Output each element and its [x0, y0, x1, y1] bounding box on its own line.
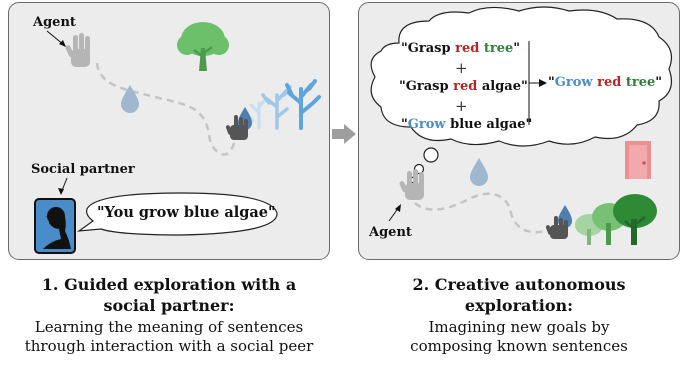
word-red: red: [455, 41, 480, 56]
speech-text: "You grow blue algae": [97, 204, 276, 221]
tree-icon: [575, 194, 657, 245]
thought-cloud: [370, 6, 672, 184]
sentence-grasp-red-tree: "Grasp red tree": [401, 41, 520, 56]
plus-sign: +: [455, 59, 468, 77]
left-caption-title-line-1: 1. Guided exploration with a: [41, 275, 297, 294]
agent-label: Agent: [369, 225, 412, 240]
tree-icon: [177, 22, 229, 71]
word: ": [513, 41, 521, 56]
right-caption-title-line-2: exploration:: [464, 296, 574, 315]
hand-icon: [399, 169, 424, 200]
word: ": [655, 75, 663, 90]
door-icon: [625, 141, 651, 179]
word: ": [548, 75, 555, 90]
word-grow: Grow: [407, 117, 446, 132]
left-panel: Agent Social partner "You grow blue alga…: [8, 2, 330, 260]
word: "Grasp: [401, 41, 456, 56]
word-tree: tree: [625, 75, 656, 90]
speech-bubble: [76, 192, 278, 236]
water-drop-icon: [470, 158, 488, 186]
right-caption: 2. Creative autonomous exploration: Imag…: [354, 274, 684, 356]
social-partner-label: Social partner: [31, 162, 135, 177]
left-caption-desc-line-1: Learning the meaning of sentences: [34, 318, 304, 336]
right-panel: "Grasp red tree" + "Grasp red algae" + "…: [358, 2, 680, 260]
word: ": [401, 117, 408, 132]
sentence-grow-blue-algae: "Grow blue algae": [401, 117, 532, 132]
left-caption-title-line-2: social partner:: [103, 296, 235, 315]
plus-sign: +: [455, 97, 468, 115]
word-red: red: [453, 79, 478, 94]
sentence-grasp-red-algae: "Grasp red algae": [399, 79, 528, 94]
exploration-path: [95, 62, 239, 156]
right-caption-title-line-1: 2. Creative autonomous: [412, 275, 626, 294]
algae-icon: [245, 79, 321, 130]
word: blue algae": [445, 117, 533, 132]
word: algae": [477, 79, 528, 94]
agent-label: Agent: [33, 15, 76, 30]
word-red: red: [597, 75, 622, 90]
word-grow: Grow: [554, 75, 593, 90]
word-tree: tree: [483, 41, 514, 56]
right-caption-desc-line-2: composing known sentences: [410, 337, 628, 355]
right-scene: [370, 6, 672, 245]
left-scene: [34, 22, 321, 254]
right-caption-desc-line-1: Imagining new goals by: [428, 318, 610, 336]
left-caption-desc-line-2: through interaction with a social peer: [24, 337, 314, 355]
hand-icon: [225, 115, 248, 140]
person-silhouette-icon: [34, 198, 76, 254]
water-drop-icon: [121, 85, 139, 113]
left-caption: 1. Guided exploration with a social part…: [4, 274, 334, 356]
hand-icon: [545, 216, 568, 239]
word: "Grasp: [399, 79, 454, 94]
imagined-goal-grow-red-tree: "Grow red tree": [548, 75, 662, 90]
hand-icon: [65, 33, 90, 67]
exploration-path: [414, 192, 546, 234]
arrow-icon: [332, 124, 356, 144]
